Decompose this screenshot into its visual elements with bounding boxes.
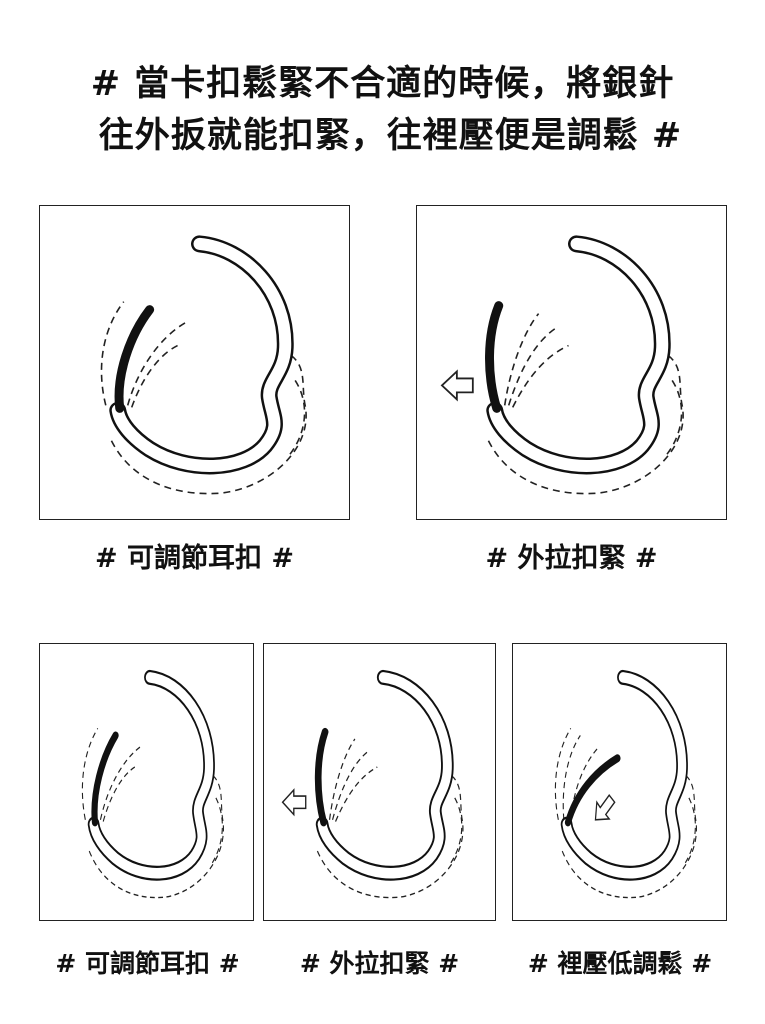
hook-body-fill (111, 237, 292, 472)
hook-body-fill (562, 672, 687, 879)
hook-outline-dashed (486, 354, 684, 495)
ear-hook-illustration (554, 669, 697, 899)
pin-position-dashed (331, 750, 369, 821)
hook-outline-dashed (288, 380, 306, 456)
pin-position-dashed (99, 746, 141, 820)
pin-position-dashed (554, 727, 572, 820)
label-adjustable-hook-small: # 可調節耳扣 # (55, 949, 240, 978)
hook-outline-dashed (109, 354, 307, 495)
pin-position-dashed (130, 344, 178, 408)
silver-pin (114, 305, 155, 413)
ear-hook-illustration (440, 235, 684, 495)
hook-outline-dashed (684, 797, 696, 865)
silver-pin (314, 727, 329, 827)
ear-hook-illustration (100, 235, 307, 495)
hook-outline-dashed (211, 797, 223, 865)
ear-hook-illustration (281, 669, 464, 899)
label-pull-out: # 外拉扣緊 # (485, 543, 658, 574)
label-pull-out-small: # 外拉扣緊 # (299, 949, 460, 978)
title-line-1: # 當卡扣鬆緊不合適的時候，將銀針 (90, 64, 675, 104)
hook-outline-dashed (449, 797, 463, 865)
arrow-left-icon (281, 788, 307, 817)
ear-hook-illustration (81, 669, 224, 899)
hook-outline-dashed (87, 775, 224, 899)
pin-position-dashed (81, 727, 99, 820)
hook-outline-dashed (560, 775, 697, 899)
panel-pull-out (416, 205, 727, 520)
label-press-in-small: # 裡壓低調鬆 # (527, 949, 713, 978)
pin-position-dashed (102, 766, 136, 822)
title-line-2: 往外扳就能扣緊，往裡壓便是調鬆 # (98, 116, 683, 156)
panel-adjustable-hook-small (39, 643, 254, 921)
silver-pin (564, 754, 621, 827)
pin-position-dashed (100, 301, 125, 406)
arrow-down-left-icon (594, 794, 616, 821)
pin-position-dashed (126, 321, 186, 406)
panel-adjustable-hook (39, 205, 350, 520)
hook-body-fill (89, 672, 214, 879)
hook-body-fill (317, 672, 452, 879)
silver-pin (91, 731, 119, 827)
panel-press-in-small (512, 643, 727, 921)
pin-position-dashed (570, 747, 599, 820)
hook-body-fill (488, 237, 669, 472)
panel-pull-out-small (263, 643, 496, 921)
pin-position-dashed (507, 326, 557, 406)
pin-position-dashed (335, 766, 378, 822)
label-adjustable-hook: # 可調節耳扣 # (94, 543, 295, 574)
hook-outline-dashed (665, 380, 683, 456)
arrow-left-icon (440, 369, 474, 402)
pin-position-dashed (511, 344, 569, 408)
silver-pin (485, 301, 504, 413)
hook-outline-dashed (315, 775, 464, 899)
